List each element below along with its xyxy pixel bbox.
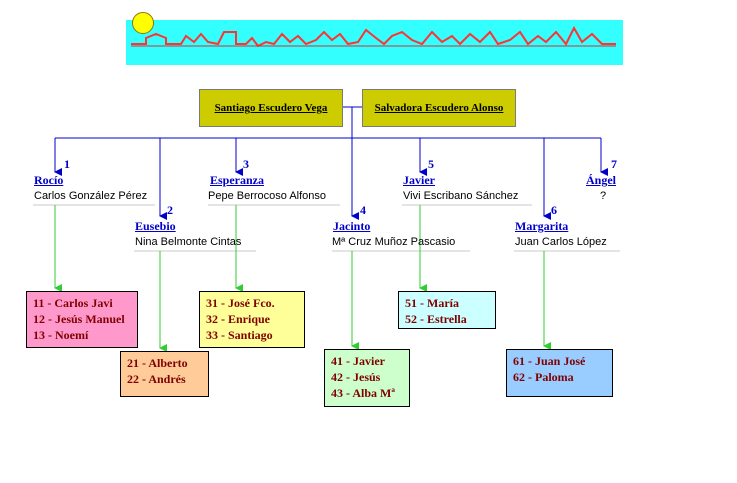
grandchild-entry: 12 - Jesús Manuel bbox=[33, 312, 125, 326]
grandchild-entry: 62 - Paloma bbox=[513, 370, 574, 384]
child-number: 5 bbox=[428, 157, 434, 171]
grandchild-entry: 61 - Juan José bbox=[513, 354, 586, 368]
child-number: 7 bbox=[611, 157, 617, 171]
child-number: 6 bbox=[551, 203, 557, 217]
spouse-name: Mª Cruz Muñoz Pascasio bbox=[332, 236, 456, 248]
mother-box: Salvadora Escudero Alonso bbox=[362, 89, 516, 127]
grandchild-entry: 32 - Enrique bbox=[206, 312, 271, 326]
grandchild-entry: 22 - Andrés bbox=[127, 372, 186, 386]
child-name-link[interactable]: Esperanza bbox=[210, 173, 264, 187]
grandchild-entry: 13 - Noemí bbox=[33, 328, 89, 342]
grandchildren-box-2: 21 - Alberto 22 - Andrés bbox=[120, 351, 209, 397]
spouse-name: Nina Belmonte Cintas bbox=[135, 236, 242, 248]
child-name-link[interactable]: Ángel bbox=[586, 173, 616, 187]
grandchildren-box-1: 11 - Carlos Javi 12 - Jesús Manuel 13 - … bbox=[26, 291, 138, 348]
child-name-link[interactable]: Eusebio bbox=[135, 219, 176, 233]
child-number: 4 bbox=[360, 203, 366, 217]
grandchild-entry: 42 - Jesús bbox=[331, 370, 381, 384]
child-name-link[interactable]: Javier bbox=[403, 173, 435, 187]
father-name[interactable]: Santiago Escudero Vega bbox=[214, 102, 328, 114]
grandchild-entry: 11 - Carlos Javi bbox=[33, 296, 113, 310]
spouse-name: Juan Carlos López bbox=[515, 236, 607, 248]
child-number: 3 bbox=[243, 157, 249, 171]
child-number: 2 bbox=[167, 203, 173, 217]
spouse-name: Carlos González Pérez bbox=[34, 190, 148, 202]
grandchild-entry: 43 - Alba Mª bbox=[331, 386, 395, 400]
village-skyline-icon bbox=[131, 25, 616, 48]
spouse-name: ? bbox=[600, 190, 607, 202]
father-box: Santiago Escudero Vega bbox=[199, 89, 343, 127]
child-name-link[interactable]: Rocío bbox=[34, 173, 64, 187]
grandchildren-box-6: 61 - Juan José 62 - Paloma bbox=[506, 349, 613, 397]
sun-icon bbox=[132, 12, 154, 34]
mother-name[interactable]: Salvadora Escudero Alonso bbox=[374, 102, 504, 114]
grandchild-entry: 31 - José Fco. bbox=[206, 296, 275, 310]
header-banner bbox=[126, 20, 623, 65]
child-name-link[interactable]: Margarita bbox=[515, 219, 569, 233]
grandchild-entry: 52 - Estrella bbox=[405, 312, 467, 326]
grandchildren-box-4: 41 - Javier 42 - Jesús 43 - Alba Mª bbox=[324, 349, 410, 407]
grandchild-entry: 21 - Alberto bbox=[127, 356, 188, 370]
grandchildren-box-5: 51 - María 52 - Estrella bbox=[398, 291, 496, 329]
spouse-name: Vivi Escribano Sánchez bbox=[403, 190, 519, 202]
grandchildren-box-3: 31 - José Fco. 32 - Enrique 33 - Santiag… bbox=[199, 291, 305, 348]
spouse-name: Pepe Berrocoso Alfonso bbox=[208, 190, 327, 202]
grandchild-entry: 51 - María bbox=[405, 296, 459, 310]
child-name-link[interactable]: Jacinto bbox=[333, 219, 371, 233]
grandchild-entry: 33 - Santiago bbox=[206, 328, 273, 342]
child-number: 1 bbox=[64, 157, 70, 171]
grandchild-entry: 41 - Javier bbox=[331, 354, 385, 368]
